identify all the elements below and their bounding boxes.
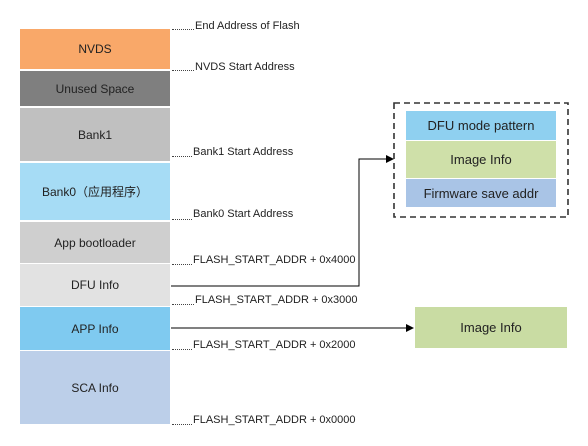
address-leader (172, 304, 194, 305)
firmware-save-addr-label: Firmware save addr (423, 185, 539, 201)
address-end-of-flash: End Address of Flash (195, 20, 300, 32)
firmware-save-addr-cell: Firmware save addr (406, 179, 556, 207)
dfu-info-label: DFU Info (70, 278, 119, 292)
app-info-label: APP Info (71, 321, 119, 336)
bank1-label: Bank1 (77, 127, 113, 142)
image-info-label: Image Info (450, 152, 512, 167)
address-offset-2000: FLASH_START_ADDR + 0x2000 (193, 339, 356, 351)
app-bootloader-label: App bootloader (54, 235, 136, 250)
dfu-info-detail-frame (393, 102, 569, 218)
app-image-info-box: Image Info (415, 307, 567, 348)
bank0-block: Bank0（应用程序） (20, 163, 170, 220)
nvds-block: NVDS (20, 29, 170, 69)
address-leader (172, 70, 194, 71)
image-info-cell: Image Info (406, 141, 556, 178)
address-leader (172, 264, 192, 265)
sca-info-label: SCA Info (71, 380, 119, 395)
address-leader (172, 29, 194, 30)
app-image-info-label: Image Info (460, 320, 522, 335)
dfu-info-block: DFU Info (20, 264, 170, 306)
app-bootloader-block: App bootloader (20, 222, 170, 263)
bank0-label: Bank0（应用程序） (41, 185, 149, 199)
dfu-mode-pattern-cell: DFU mode pattern (406, 111, 556, 140)
address-nvds-start: NVDS Start Address (195, 61, 295, 73)
address-bank1-start: Bank1 Start Address (193, 146, 294, 158)
address-offset-4000: FLASH_START_ADDR + 0x4000 (193, 254, 356, 266)
address-leader (172, 156, 192, 157)
unused-space-block: Unused Space (20, 71, 170, 106)
unused-space-label: Unused Space (55, 81, 135, 96)
dfu-info-connector (171, 155, 394, 287)
dfu-mode-pattern-label: DFU mode pattern (427, 118, 535, 133)
address-leader (172, 219, 192, 220)
bank1-block: Bank1 (20, 108, 170, 161)
app-info-block: APP Info (20, 307, 170, 350)
address-offset-3000: FLASH_START_ADDR + 0x3000 (195, 294, 358, 306)
address-leader (172, 424, 192, 425)
address-bank0-start: Bank0 Start Address (193, 208, 294, 220)
sca-info-block: SCA Info (20, 351, 170, 424)
address-offset-0000: FLASH_START_ADDR + 0x0000 (193, 414, 356, 426)
nvds-label: NVDS (78, 42, 112, 56)
address-leader (172, 349, 192, 350)
